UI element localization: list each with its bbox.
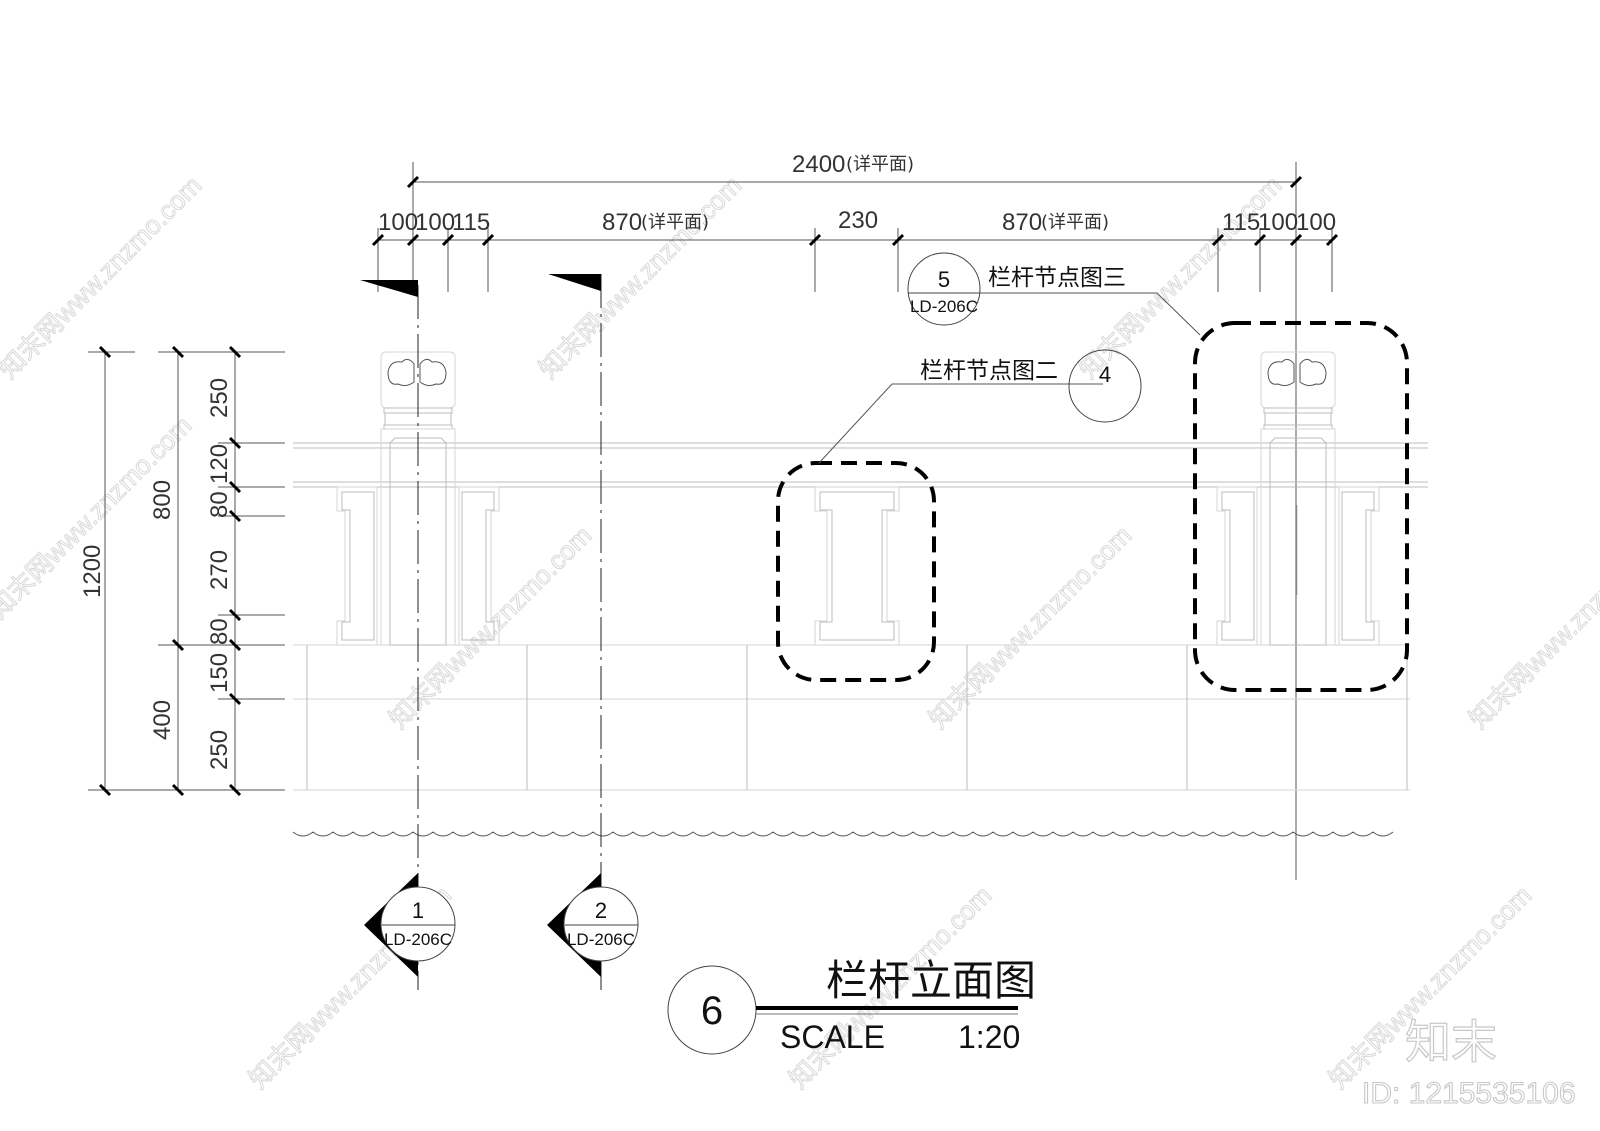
- dim-left-800: 800: [149, 480, 176, 520]
- watermark-layer: 知末网www.znzmo.com 知末网www.znzmo.com 知末网www…: [0, 169, 1600, 1094]
- railing-elevation: [292, 351, 1428, 837]
- watermark-text: 知末网www.znzmo.com: [383, 520, 597, 734]
- dim-chain-1: 100: [415, 209, 455, 236]
- detail-3-number: 5: [938, 267, 950, 292]
- dim-chain-3-note: (详平面): [641, 212, 709, 233]
- dim-left-chain-1: 120: [206, 444, 233, 484]
- section-1-number: 1: [412, 898, 424, 923]
- dim-chain-3: 870: [602, 209, 642, 236]
- dim-chain-0: 100: [378, 209, 418, 236]
- drawing-title: 栏杆立面图: [826, 956, 1036, 1005]
- dim-left-overall: 1200: [79, 545, 106, 598]
- dim-chain-8: 100: [1296, 209, 1336, 236]
- dim-left-chain-6: 250: [206, 730, 233, 770]
- baluster-right-a: [1216, 486, 1258, 646]
- dim-left-chain-5: 150: [206, 653, 233, 693]
- dim-chain-2: 115: [452, 209, 490, 236]
- dim-left-chain-2: 80: [206, 491, 233, 518]
- detail-callout-2[interactable]: 栏杆节点图二 4: [776, 349, 1142, 682]
- top-dimensions: 2400 (详平面) 100 100 115: [371, 151, 1339, 880]
- dim-overall-value: 2400: [792, 151, 845, 178]
- chain-ticks: [371, 233, 1339, 247]
- dim-left-chain-3: 270: [206, 550, 233, 590]
- baluster-left-a: [336, 486, 378, 646]
- detail-2-label: 栏杆节点图二: [920, 358, 1058, 384]
- left-dimensions: 1200 800 400 250 120 80 270 80 150 250: [79, 345, 285, 797]
- section-cut-2[interactable]: 2 LD-206C: [547, 274, 639, 990]
- dim-chain-6: 115: [1222, 209, 1260, 236]
- baluster-center: [814, 486, 900, 646]
- section-flag-icon: [548, 274, 601, 291]
- section-flag-icon: [360, 280, 418, 297]
- water-line: [292, 831, 1394, 837]
- scale-label: SCALE: [780, 1019, 885, 1055]
- brand-logo: 知末: [1405, 1015, 1497, 1069]
- watermark-text: 知末网www.znzmo.com: [923, 520, 1137, 734]
- dim-overall-note: (详平面): [846, 154, 914, 175]
- drawing-title-block: 6 栏杆立面图 SCALE 1:20: [667, 956, 1036, 1055]
- dim-chain-4: 230: [838, 207, 878, 234]
- brand-id: ID: 1215535106: [1362, 1077, 1576, 1110]
- brand-watermark: 知末 ID: 1215535106: [1361, 1014, 1576, 1110]
- section-1-sheet: LD-206C: [384, 930, 452, 949]
- section-2-number: 2: [595, 898, 607, 923]
- scale-value: 1:20: [958, 1019, 1020, 1055]
- detail-3-label: 栏杆节点图三: [988, 265, 1126, 291]
- post-right: [1260, 351, 1336, 646]
- dim-left-chain-0: 250: [206, 378, 233, 418]
- watermark-text: 知末网www.znzmo.com: [1463, 520, 1600, 734]
- baluster-right-b: [1338, 486, 1380, 646]
- dim-chain-7: 100: [1258, 209, 1298, 236]
- dim-chain-5: 870: [1002, 209, 1042, 236]
- detail-callout-3[interactable]: 5 LD-206C 栏杆节点图三: [907, 252, 1409, 692]
- detail-3-sheet: LD-206C: [910, 297, 978, 316]
- section-2-sheet: LD-206C: [567, 930, 635, 949]
- dim-chain-5-note: (详平面): [1041, 212, 1109, 233]
- dim-left-chain-4: 80: [206, 618, 233, 645]
- plinth-joints: [306, 645, 1408, 790]
- section-cut-1[interactable]: 1 LD-206C: [360, 280, 456, 990]
- detail-2-number: 4: [1099, 362, 1111, 387]
- dim-left-400: 400: [149, 700, 176, 740]
- baluster-left-b: [458, 486, 500, 646]
- drawing-number: 6: [701, 989, 723, 1033]
